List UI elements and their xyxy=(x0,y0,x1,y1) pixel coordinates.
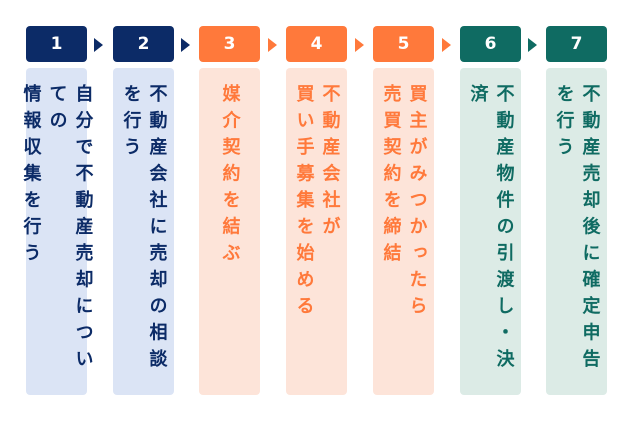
description-line: 不動産会社に売却の相談を行う xyxy=(120,84,168,376)
step-description: 不動産売却後に確定申告を行う xyxy=(546,68,607,395)
arrow-right-icon xyxy=(442,38,451,52)
step-number: 6 xyxy=(460,26,521,62)
description-line: 買い手募集を始める xyxy=(293,84,315,323)
step-description: 買主がみつかったら 売買契約を締結 xyxy=(373,68,434,395)
step-number: 4 xyxy=(286,26,347,62)
step-4: 4 不動産会社が 買い手募集を始める xyxy=(286,26,347,395)
description-line: 不動産売却後に確定申告を行う xyxy=(553,84,601,376)
step-number: 3 xyxy=(199,26,260,62)
step-description: 不動産会社に売却の相談を行う xyxy=(113,68,174,395)
step-5: 5 買主がみつかったら 売買契約を締結 xyxy=(373,26,434,395)
step-3: 3 媒介契約を結ぶ xyxy=(199,26,260,395)
step-number: 5 xyxy=(373,26,434,62)
arrow-right-icon xyxy=(181,38,190,52)
description-line: 媒介契約を結ぶ xyxy=(219,84,241,270)
description-line: 売買契約を締結 xyxy=(380,84,402,270)
description-line: 買主がみつかったら xyxy=(406,84,428,323)
description-line: 不動産物件の引渡し・決済 xyxy=(467,84,515,376)
arrow-right-icon xyxy=(94,38,103,52)
step-number: 2 xyxy=(113,26,174,62)
step-number: 7 xyxy=(546,26,607,62)
arrow-right-icon xyxy=(268,38,277,52)
step-number: 1 xyxy=(26,26,87,62)
arrow-right-icon xyxy=(355,38,364,52)
step-1: 1 自分で不動産売却についての 情報収集を行う xyxy=(21,26,94,395)
step-2: 2 不動産会社に売却の相談を行う xyxy=(113,26,174,395)
step-description: 不動産会社が 買い手募集を始める xyxy=(286,68,347,395)
step-description: 媒介契約を結ぶ xyxy=(199,68,260,395)
step-7: 7 不動産売却後に確定申告を行う xyxy=(546,26,607,395)
step-description: 自分で不動産売却についての 情報収集を行う xyxy=(21,68,94,395)
arrow-right-icon xyxy=(528,38,537,52)
description-line: 情報収集を行う xyxy=(20,84,42,270)
step-description: 不動産物件の引渡し・決済 xyxy=(460,68,521,395)
description-line: 自分で不動産売却についての xyxy=(46,84,94,376)
description-line: 不動産会社が xyxy=(319,84,341,243)
step-6: 6 不動産物件の引渡し・決済 xyxy=(460,26,521,395)
